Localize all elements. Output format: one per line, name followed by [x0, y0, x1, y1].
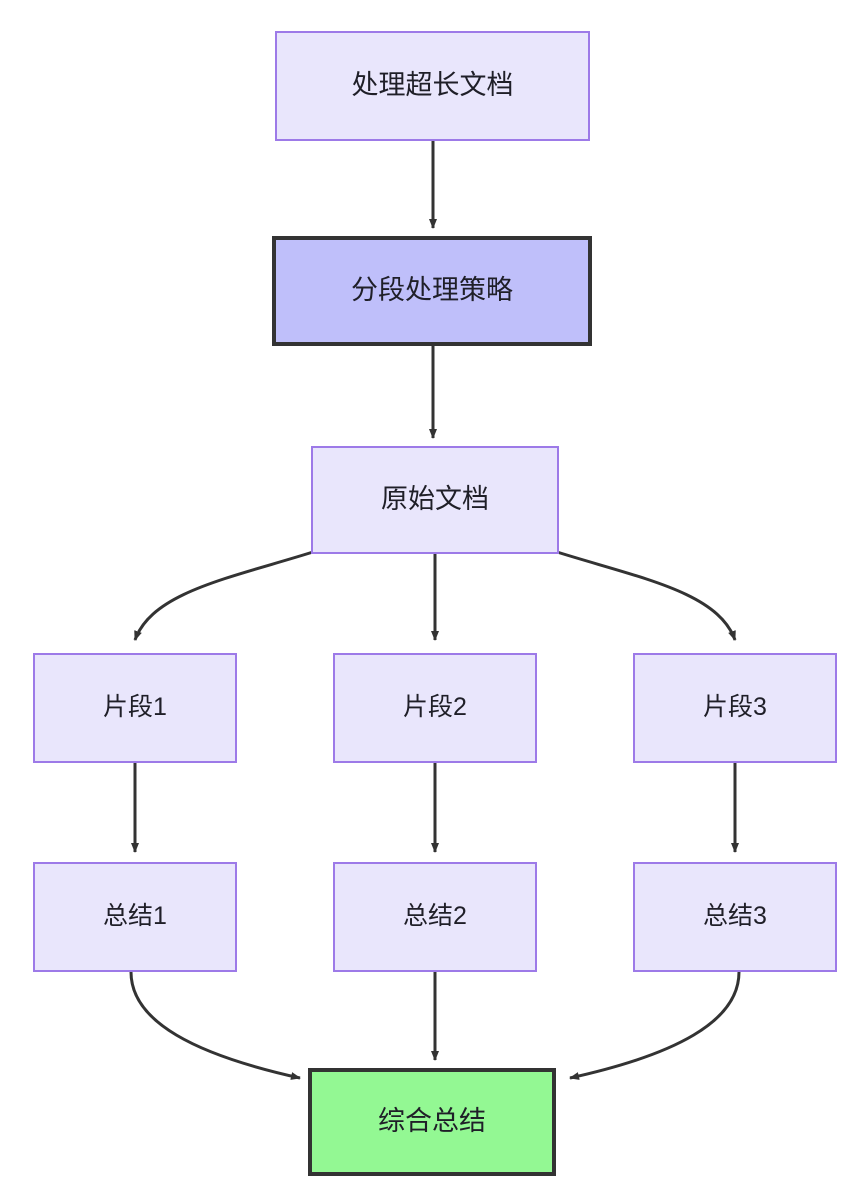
- node-doc-raw[interactable]: 原始文档: [311, 446, 559, 554]
- node-strategy-label: 分段处理策略: [351, 275, 513, 306]
- node-chunk3-label: 片段3: [703, 693, 767, 722]
- node-summary3-label: 总结3: [703, 902, 767, 931]
- node-doc-long-label: 处理超长文档: [351, 70, 514, 101]
- node-final-summary-label: 综合总结: [378, 1106, 486, 1137]
- node-summary2-label: 总结2: [403, 902, 467, 931]
- node-chunk1[interactable]: 片段1: [33, 653, 237, 763]
- node-summary3[interactable]: 总结3: [633, 862, 837, 972]
- edge-summary3-to-final: [569, 971, 741, 1080]
- node-chunk2[interactable]: 片段2: [333, 653, 537, 763]
- edge-doc-raw-to-chunk3: [556, 550, 737, 641]
- node-summary1-label: 总结1: [103, 902, 167, 931]
- node-summary1[interactable]: 总结1: [33, 862, 237, 972]
- node-doc-raw-label: 原始文档: [381, 484, 489, 515]
- node-final-summary[interactable]: 综合总结: [308, 1068, 556, 1176]
- edge-doc-raw-to-chunk1: [133, 550, 314, 641]
- edge-summary1-to-final: [129, 971, 301, 1080]
- node-chunk2-label: 片段2: [403, 693, 467, 722]
- node-chunk1-label: 片段1: [103, 693, 167, 722]
- node-summary2[interactable]: 总结2: [333, 862, 537, 972]
- node-strategy[interactable]: 分段处理策略: [272, 236, 592, 346]
- node-doc-long[interactable]: 处理超长文档: [275, 31, 590, 141]
- node-chunk3[interactable]: 片段3: [633, 653, 837, 763]
